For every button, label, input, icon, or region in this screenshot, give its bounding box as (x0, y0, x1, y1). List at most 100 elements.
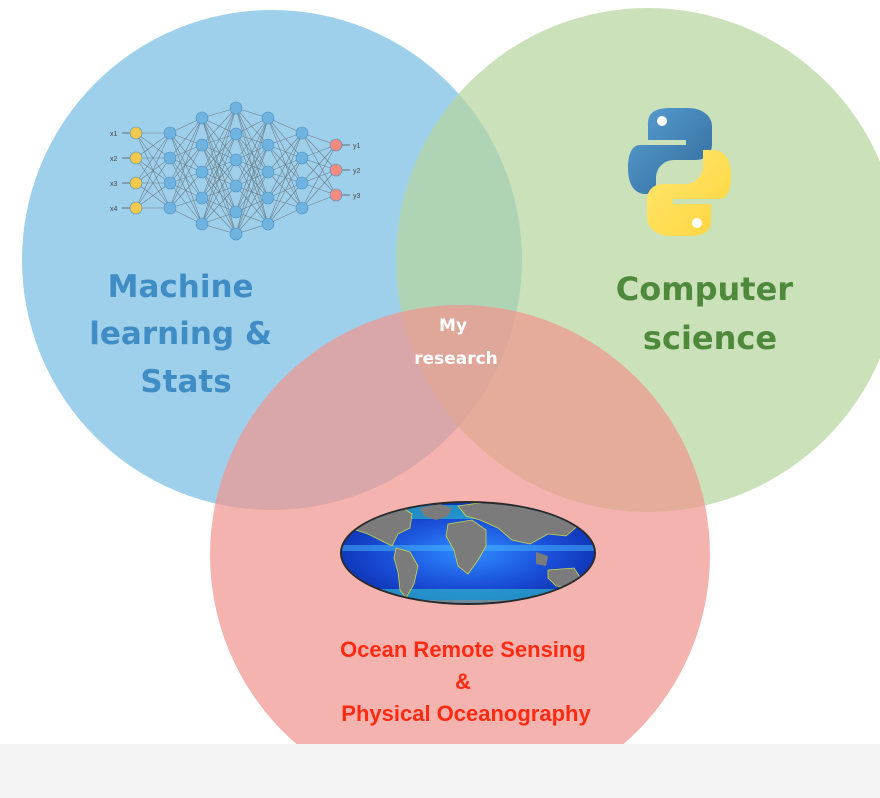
nn-edge (267, 182, 303, 225)
ml-label-line-2: learning & (89, 316, 272, 352)
nn-node (229, 153, 243, 167)
nn-node (261, 138, 275, 152)
nn-node (163, 151, 177, 165)
nn-edge (169, 132, 203, 225)
ocean-label-line-3: Physical Oceanography (341, 701, 591, 726)
nn-edge (301, 144, 337, 209)
nn-node (229, 227, 243, 241)
nn-edge (267, 157, 303, 225)
nn-edge (267, 117, 303, 209)
nn-edge (169, 144, 203, 209)
nn-node (195, 191, 209, 205)
nn-node (295, 176, 309, 190)
nn-edge (169, 132, 203, 173)
nn-edge (301, 144, 337, 184)
nn-edge (169, 171, 203, 209)
nn-edge (301, 169, 337, 209)
nn-edge (235, 171, 269, 235)
nn-node (261, 165, 275, 179)
nn-edge (235, 144, 269, 235)
python-logo-icon (628, 108, 731, 236)
my-research-label: My research (414, 316, 498, 369)
nn-edge (267, 132, 303, 225)
nn-node (129, 151, 143, 165)
nn-edge (169, 117, 203, 184)
ml-stats-label: Machine learning & Stats (89, 269, 282, 400)
nn-node (163, 201, 177, 215)
nn-node (329, 163, 343, 177)
nn-edge (201, 107, 237, 173)
nn-edge (235, 107, 269, 146)
ocean-label-line-1: Ocean Remote Sensing (340, 637, 586, 662)
nn-node (229, 179, 243, 193)
nn-edge (169, 182, 203, 225)
nn-input-label: x2 (110, 156, 118, 163)
nn-output-label: y1 (353, 143, 361, 150)
nn-node (195, 217, 209, 231)
nn-input-label: x1 (110, 131, 118, 138)
nn-node (129, 201, 143, 215)
nn-edge (267, 171, 303, 209)
nn-edge (235, 133, 269, 173)
ml-label-line-3: Stats (140, 364, 231, 400)
ocean-label: Ocean Remote Sensing & Physical Oceanogr… (340, 637, 592, 726)
nn-node (163, 126, 177, 140)
nn-edge (235, 171, 269, 213)
nn-node (261, 217, 275, 231)
nn-edge (267, 144, 303, 209)
nn-node (163, 176, 177, 190)
nn-edge (169, 157, 203, 225)
nn-edge (235, 197, 269, 235)
nn-node (295, 126, 309, 140)
cs-label-line-2: science (643, 319, 777, 357)
nn-node (195, 138, 209, 152)
nn-edge (201, 185, 237, 225)
computer-science-label: Computer science (616, 270, 804, 357)
center-label-line-1: My (439, 316, 467, 336)
nn-edge (201, 159, 237, 225)
nn-edge (201, 133, 237, 225)
nn-edge (235, 144, 269, 213)
nn-node (295, 151, 309, 165)
nn-edge (169, 132, 203, 199)
nn-edge (267, 132, 303, 199)
nn-node (329, 188, 343, 202)
nn-edge (235, 117, 269, 187)
nn-edge (135, 132, 171, 184)
nn-input-label: x4 (110, 206, 118, 213)
center-label-line-2: research (414, 349, 498, 369)
nn-node (195, 111, 209, 125)
footer-strip (0, 744, 880, 798)
nn-edge (135, 182, 171, 209)
nn-edge (169, 157, 203, 199)
nn-node (129, 176, 143, 190)
nn-edge (235, 117, 269, 213)
nn-node (129, 126, 143, 140)
nn-output-label: y3 (353, 193, 361, 200)
nn-node (295, 201, 309, 215)
nn-edge (201, 144, 237, 235)
nn-edge (135, 132, 171, 209)
nn-input-label: x3 (110, 181, 118, 188)
nn-node (229, 127, 243, 141)
nn-edge (235, 107, 269, 173)
nn-node (261, 191, 275, 205)
nn-edge (267, 144, 303, 184)
nn-node (229, 101, 243, 115)
cs-label-line-1: Computer (616, 270, 794, 308)
ml-label-line-1: Machine (108, 269, 254, 305)
nn-edge (201, 117, 237, 161)
nn-edge (201, 107, 237, 146)
nn-edge (135, 132, 171, 159)
nn-edge (135, 157, 171, 209)
nn-node (195, 165, 209, 179)
nn-edge (267, 132, 303, 173)
nn-edge (235, 117, 269, 161)
nn-node (329, 138, 343, 152)
ocean-label-line-2: & (455, 669, 471, 694)
nn-edge (201, 117, 237, 187)
nn-edge (169, 144, 203, 184)
nn-node (229, 205, 243, 219)
